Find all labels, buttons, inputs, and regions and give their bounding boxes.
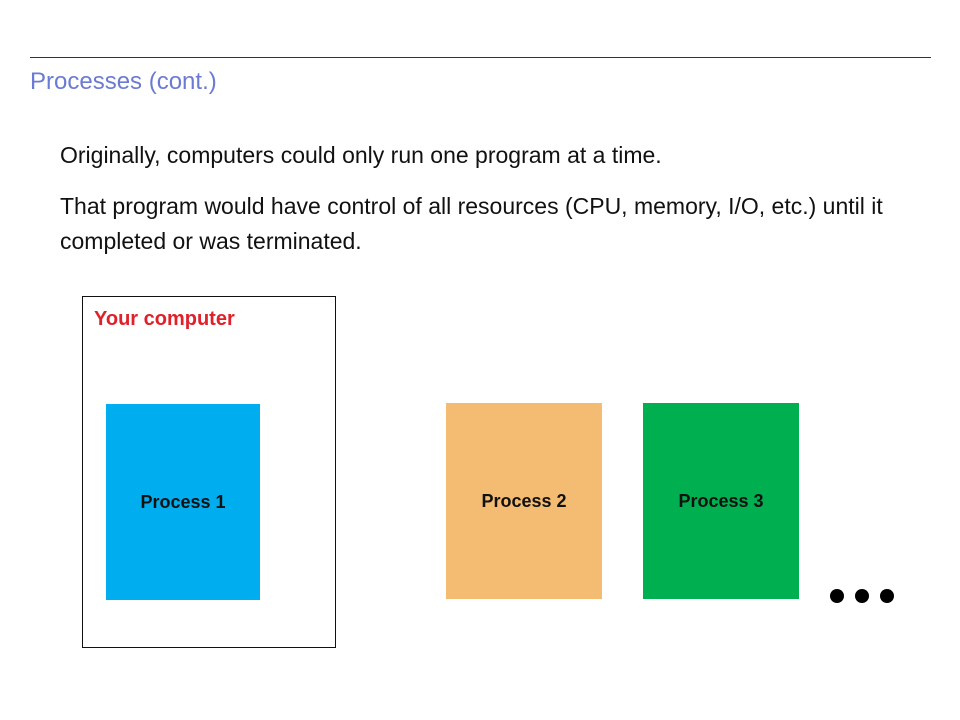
process-2-block: Process 2 <box>446 403 602 599</box>
title-divider <box>30 57 931 58</box>
process-3-block: Process 3 <box>643 403 799 599</box>
computer-label: Your computer <box>94 308 235 330</box>
process-1-label: Process 1 <box>140 491 226 512</box>
body-paragraph-2: That program would have control of all r… <box>60 193 883 254</box>
process-3-label: Process 3 <box>678 490 764 511</box>
ellipsis-dot <box>880 589 894 603</box>
ellipsis-icon <box>828 585 898 605</box>
slide-title: Processes (cont.) <box>30 68 217 95</box>
ellipsis-dot <box>855 589 869 603</box>
process-1-block: Process 1 <box>106 404 260 600</box>
body-paragraph-1: Originally, computers could only run one… <box>60 142 662 168</box>
process-2-label: Process 2 <box>481 490 567 511</box>
ellipsis-dot <box>830 589 844 603</box>
computer-box <box>82 296 336 648</box>
